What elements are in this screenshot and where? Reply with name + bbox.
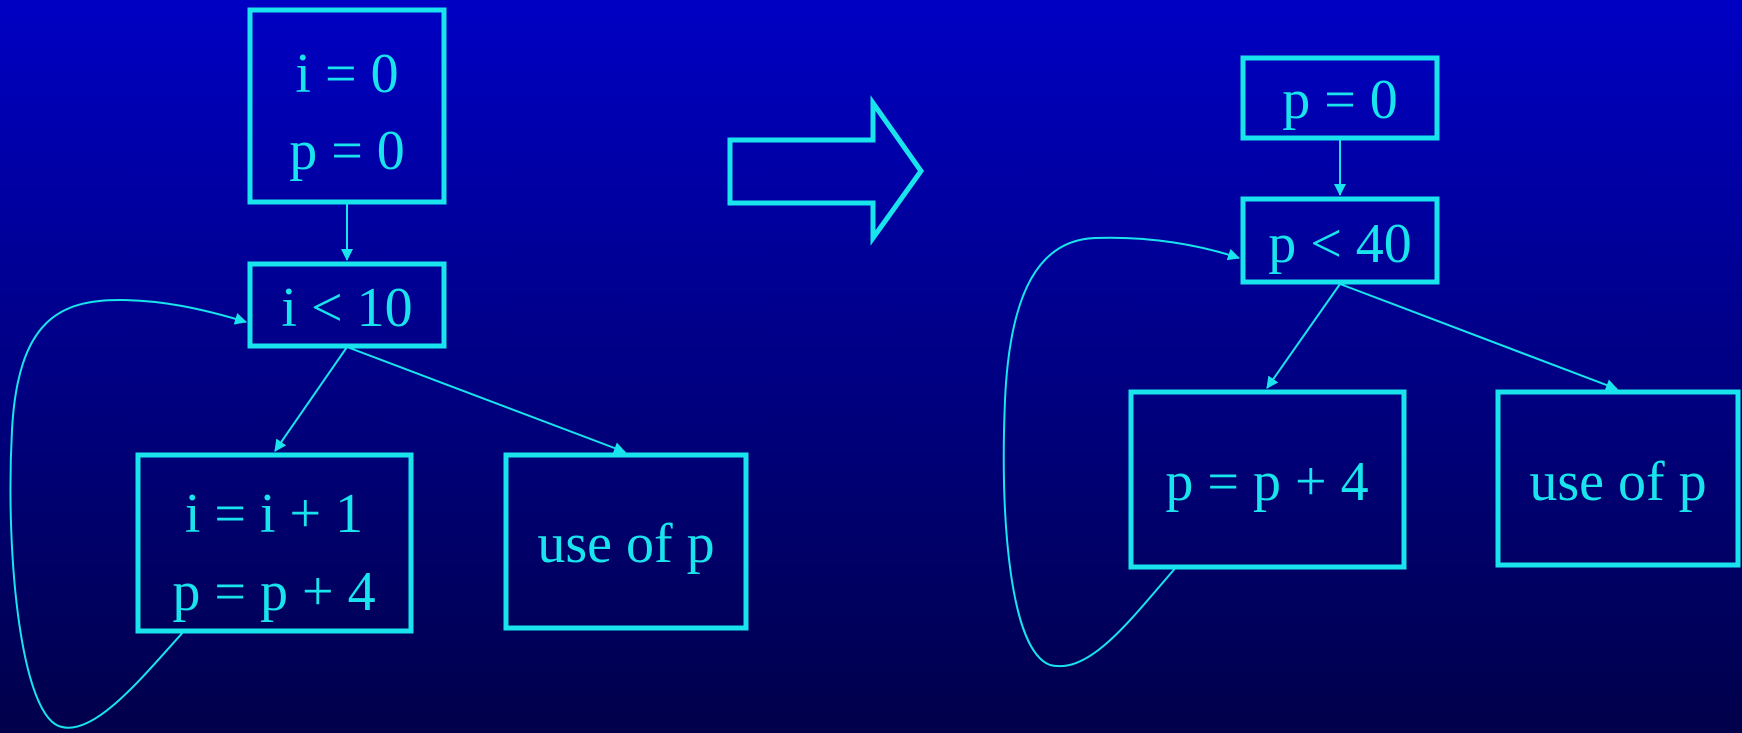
before-init-line2: p = 0 xyxy=(289,120,405,182)
after-exit-block: use of p xyxy=(1495,389,1741,568)
before-condition-text: i < 10 xyxy=(281,277,412,339)
before-graph: i = 0 p = 0 i < 10 i = i + 1 p = p + 4 u… xyxy=(9,7,749,729)
before-condition-block: i < 10 xyxy=(247,261,447,349)
before-edge-loop-back xyxy=(9,298,247,729)
before-body-block: i = i + 1 p = p + 4 xyxy=(135,452,414,634)
before-condition-box xyxy=(247,261,447,349)
after-condition-box xyxy=(1240,196,1440,285)
after-graph: p = 0 p < 40 p = p + 4 use of p xyxy=(1002,55,1741,668)
before-exit-block: use of p xyxy=(503,452,749,631)
before-body-line1: i = i + 1 xyxy=(185,483,363,545)
after-init-block: p = 0 xyxy=(1240,55,1440,141)
transform-arrow-icon xyxy=(727,95,925,246)
after-body-box xyxy=(1128,389,1407,570)
after-init-text: p = 0 xyxy=(1282,69,1398,131)
after-body-block: p = p + 4 xyxy=(1128,389,1407,570)
before-body-box xyxy=(135,452,414,634)
after-edge-loop-back xyxy=(1002,236,1240,668)
before-edge-condition-to-body xyxy=(274,346,348,452)
before-init-block: i = 0 p = 0 xyxy=(247,7,447,205)
before-exit-text: use of p xyxy=(537,513,714,575)
after-exit-box xyxy=(1495,389,1741,568)
before-exit-box xyxy=(503,452,749,631)
after-condition-text: p < 40 xyxy=(1268,213,1412,275)
after-edge-condition-to-body xyxy=(1266,283,1341,389)
after-condition-block: p < 40 xyxy=(1240,196,1440,285)
after-exit-text: use of p xyxy=(1529,451,1706,513)
after-edge-condition-to-exit xyxy=(1339,283,1618,391)
before-edge-condition-to-exit xyxy=(346,346,626,454)
before-init-line1: i = 0 xyxy=(295,43,398,105)
after-body-text: p = p + 4 xyxy=(1165,451,1368,513)
before-body-line2: p = p + 4 xyxy=(172,561,375,623)
